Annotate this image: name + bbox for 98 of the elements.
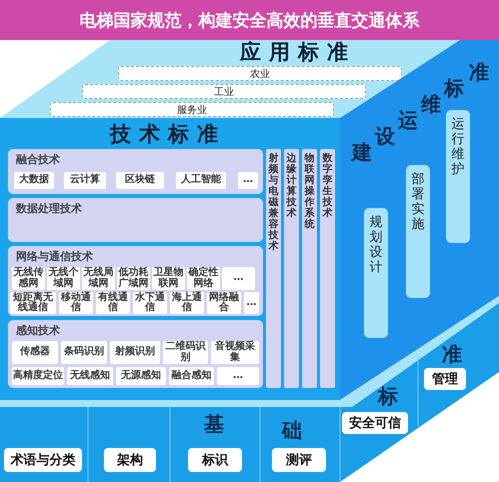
technology-item-box — [176, 172, 226, 189]
item-label: … — [243, 175, 253, 186]
technology-item-box — [244, 292, 259, 314]
heading-character: 维 — [421, 94, 441, 114]
heading-character: 运 — [398, 110, 418, 130]
technology-item-box — [12, 367, 64, 385]
item-label: 条码识别 — [64, 347, 104, 358]
heading-character: 设 — [375, 126, 395, 146]
column-label: 物联网操作系统 — [304, 153, 314, 232]
item-label: 确定性网络 — [187, 268, 220, 289]
technology-item-box — [67, 367, 113, 385]
standard-item-box — [4, 448, 82, 472]
heading-character: 础 — [282, 420, 302, 440]
group-heading: 感知技术 — [16, 323, 60, 338]
heading-character: 标 — [444, 78, 464, 98]
technology-item-box — [169, 367, 214, 385]
item-label: 二维码识别 — [164, 342, 207, 363]
technology-group-panel — [8, 320, 263, 388]
item-label: 有线通信 — [96, 292, 129, 314]
group-heading: 数据处理技术 — [16, 201, 82, 216]
section-heading: 应用标准 — [240, 42, 356, 63]
item-label: 融合感知 — [172, 370, 212, 382]
front-face-panel — [0, 118, 340, 400]
technology-item-box — [14, 172, 54, 189]
item-label: 大数据 — [19, 175, 49, 186]
technology-item-box — [12, 341, 58, 364]
item-label: 卫星物联网 — [152, 268, 184, 289]
item-label: 无源感知 — [121, 370, 161, 382]
standard-item-box — [272, 448, 326, 472]
item-label: … — [234, 273, 244, 284]
technology-item-box — [238, 172, 258, 189]
standard-item-box — [342, 412, 408, 434]
vertical-technology-column — [302, 149, 317, 388]
group-heading: 融合技术 — [16, 152, 60, 167]
column-label: 部署实施 — [412, 173, 424, 234]
technology-item-box — [217, 367, 259, 385]
vertical-technology-column — [320, 149, 335, 388]
column-label: 规划设计 — [370, 216, 382, 277]
item-label: 管理 — [432, 371, 458, 388]
item-label: 传感器 — [20, 347, 50, 358]
vertical-stage-column — [446, 110, 470, 243]
technology-group-panel — [8, 198, 263, 242]
banner-title: 电梯国家规范，构建安全高效的垂直交通体系 — [80, 10, 420, 32]
dashed-category-box — [118, 66, 402, 81]
item-label: 安全可信 — [349, 414, 401, 432]
vertical-stage-column — [406, 165, 430, 298]
vertical-stage-column — [364, 208, 388, 338]
technology-group-panel — [8, 149, 263, 194]
technology-item-box — [61, 341, 107, 364]
heading-character: 标 — [378, 386, 398, 406]
item-label: 无线感知 — [70, 370, 110, 382]
item-label: 云计算 — [70, 175, 100, 186]
group-heading: 网络与通信技术 — [16, 249, 93, 264]
item-label: 无线个域网 — [48, 268, 80, 289]
item-label: 移动通信 — [60, 292, 92, 314]
item-label: … — [233, 370, 243, 382]
item-label: 工业 — [214, 86, 234, 98]
technology-group-panel — [8, 246, 263, 316]
item-label: 农业 — [250, 68, 270, 80]
technology-item-box — [116, 172, 164, 189]
item-label: 服务业 — [177, 104, 207, 116]
dashed-category-box — [50, 102, 334, 117]
technology-item-box — [110, 341, 160, 364]
item-label: … — [246, 298, 256, 308]
standard-item-box — [188, 448, 242, 472]
item-label: 测评 — [286, 452, 312, 469]
heading-character: 基 — [204, 414, 224, 434]
item-label: 射频识别 — [115, 347, 155, 358]
item-label: 音视频采集 — [214, 342, 256, 363]
item-label: 人工智能 — [181, 175, 221, 186]
technology-item-box — [222, 267, 255, 290]
heading-character: 建 — [352, 142, 372, 162]
column-label: 数字孪生技术 — [322, 153, 332, 221]
vertical-technology-column — [266, 149, 281, 388]
technology-item-box — [64, 172, 106, 189]
dashed-category-box — [82, 84, 366, 99]
column-label: 射频与电磁兼容技术 — [268, 153, 278, 254]
section-heading: 技术标准 — [110, 124, 226, 145]
vertical-technology-column — [284, 149, 299, 388]
column-label: 运行维护 — [452, 118, 464, 179]
column-label: 边缘计算技术 — [286, 153, 296, 221]
item-label: 短距离无线通信 — [12, 292, 54, 314]
item-label: 标识 — [202, 452, 228, 469]
heading-character: 准 — [469, 62, 489, 82]
heading-character: 准 — [442, 344, 462, 364]
item-label: 低功耗广域网 — [117, 268, 150, 289]
item-label: 水下通信 — [134, 292, 166, 314]
item-label: 无线传感网 — [12, 268, 44, 289]
standard-item-box — [424, 368, 466, 390]
technology-item-box — [116, 367, 166, 385]
item-label: 高精度定位 — [13, 370, 63, 382]
item-label: 术语与分类 — [10, 452, 76, 469]
item-label: 海上通信 — [171, 292, 203, 314]
item-label: 无线局域网 — [82, 268, 114, 289]
standard-item-box — [104, 448, 156, 472]
item-label: 网络融合 — [208, 292, 240, 314]
item-label: 架构 — [117, 452, 143, 469]
item-label: 区块链 — [125, 175, 155, 186]
